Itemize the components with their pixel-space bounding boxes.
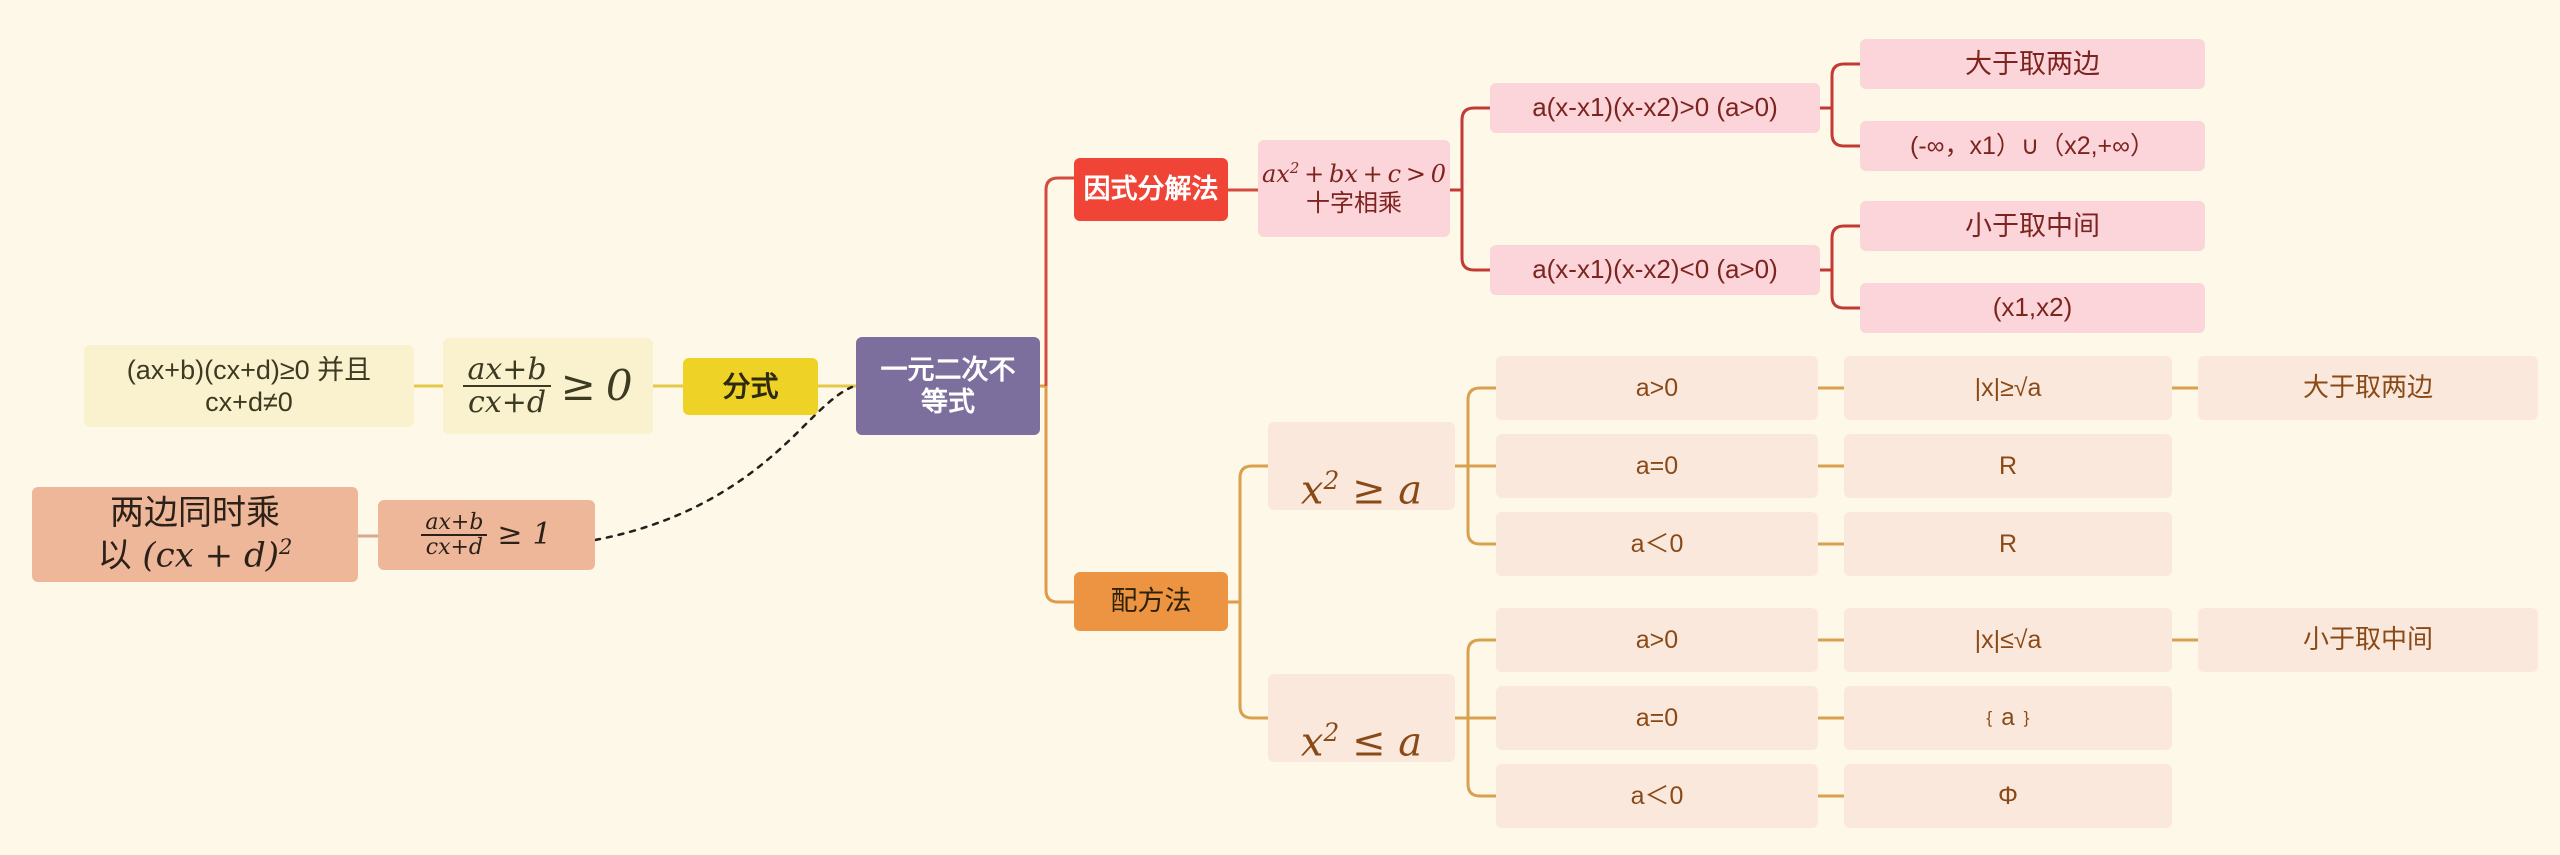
node-case-less-zero-label: a(x-x1)(x-x2)<0 (a>0) (1532, 254, 1778, 285)
node-result-interval-middle-label: (x1,x2) (1992, 292, 2073, 323)
node-fraction-condition[interactable]: (ax+b)(cx+d)≥0 并且 cx+d≠0 (84, 345, 414, 427)
node-x2-ge-a-label: x2 ≥ a (1300, 465, 1423, 514)
node-res-g1-a-lt-0[interactable]: R (1844, 512, 2172, 576)
node-tail-g2-label: 小于取中间 (2302, 624, 2433, 655)
node-x2-le-a-label: x2 ≤ a (1300, 717, 1423, 766)
node-fraction-condition-label: (ax+b)(cx+d)≥0 并且 cx+d≠0 (126, 354, 372, 417)
node-multiply-both-sides-label: 两边同时乘以 (cx + d)2 (97, 493, 293, 576)
node-tail-g1-label: 大于取两边 (2302, 372, 2433, 403)
node-tail-g2[interactable]: 小于取中间 (2198, 608, 2538, 672)
node-cross-multiplication-label: ax2 + bx + c > 0十字相乘 (1261, 158, 1446, 217)
node-root-quadratic-inequality[interactable]: 一元二次不 等式 (856, 337, 1040, 435)
node-res-g1-a-eq-0-label: R (1998, 452, 2018, 480)
node-cond-g1-a-gt-0-label: a>0 (1635, 374, 1679, 402)
node-cond-g2-a-lt-0-label: a＜0 (1630, 782, 1684, 810)
node-res-g2-a-eq-0-label: ﹛a﹜ (1977, 703, 2039, 731)
node-cross-multiplication[interactable]: ax2 + bx + c > 0十字相乘 (1258, 140, 1450, 237)
node-root-label: 一元二次不 等式 (880, 354, 1016, 417)
node-res-g2-a-gt-0-label: |x|≤√a (1974, 626, 2042, 654)
node-result-greater-outside-label: 大于取两边 (1965, 48, 2100, 79)
node-cond-g1-a-eq-0-label: a=0 (1635, 452, 1679, 480)
node-cond-g2-a-gt-0[interactable]: a>0 (1496, 608, 1818, 672)
node-res-g2-a-gt-0[interactable]: |x|≤√a (1844, 608, 2172, 672)
node-result-less-inside[interactable]: 小于取中间 (1860, 201, 2205, 251)
node-cond-g2-a-lt-0[interactable]: a＜0 (1496, 764, 1818, 828)
node-multiply-both-sides[interactable]: 两边同时乘以 (cx + d)2 (32, 487, 358, 582)
node-x2-le-a[interactable]: x2 ≤ a (1268, 674, 1455, 765)
node-case-greater-zero[interactable]: a(x-x1)(x-x2)>0 (a>0) (1490, 83, 1820, 133)
node-factorization-method-label: 因式分解法 (1083, 174, 1219, 205)
node-res-g2-a-lt-0-label: Φ (1998, 782, 2018, 810)
node-res-g1-a-gt-0[interactable]: |x|≥√a (1844, 356, 2172, 420)
node-cond-g2-a-eq-0-label: a=0 (1635, 704, 1679, 732)
node-result-greater-outside[interactable]: 大于取两边 (1860, 39, 2205, 89)
node-res-g2-a-lt-0[interactable]: Φ (1844, 764, 2172, 828)
node-result-interval-middle[interactable]: (x1,x2) (1860, 283, 2205, 333)
node-result-interval-union-label: (-∞，x1）∪（x2,+∞） (1910, 132, 2155, 160)
node-fenshi-label: 分式 (722, 370, 779, 402)
node-tail-g1[interactable]: 大于取两边 (2198, 356, 2538, 420)
node-res-g2-a-eq-0[interactable]: ﹛a﹜ (1844, 686, 2172, 750)
node-case-greater-zero-label: a(x-x1)(x-x2)>0 (a>0) (1532, 92, 1778, 123)
node-case-less-zero[interactable]: a(x-x1)(x-x2)<0 (a>0) (1490, 245, 1820, 295)
node-res-g1-a-eq-0[interactable]: R (1844, 434, 2172, 498)
node-res-g1-a-gt-0-label: |x|≥√a (1974, 374, 2042, 402)
node-fenshi[interactable]: 分式 (683, 358, 818, 415)
node-cond-g1-a-lt-0-label: a＜0 (1630, 530, 1684, 558)
node-cond-g2-a-gt-0-label: a>0 (1635, 626, 1679, 654)
node-result-less-inside-label: 小于取中间 (1965, 210, 2100, 241)
node-cond-g1-a-eq-0[interactable]: a=0 (1496, 434, 1818, 498)
node-completing-square-method[interactable]: 配方法 (1074, 572, 1228, 631)
node-cond-g1-a-gt-0[interactable]: a>0 (1496, 356, 1818, 420)
node-factorization-method[interactable]: 因式分解法 (1074, 158, 1228, 221)
node-cond-g1-a-lt-0[interactable]: a＜0 (1496, 512, 1818, 576)
node-res-g1-a-lt-0-label: R (1998, 530, 2018, 558)
node-cond-g2-a-eq-0[interactable]: a=0 (1496, 686, 1818, 750)
node-result-interval-union[interactable]: (-∞，x1）∪（x2,+∞） (1860, 121, 2205, 171)
node-completing-square-method-label: 配方法 (1110, 586, 1192, 617)
node-x2-ge-a[interactable]: x2 ≥ a (1268, 422, 1455, 513)
